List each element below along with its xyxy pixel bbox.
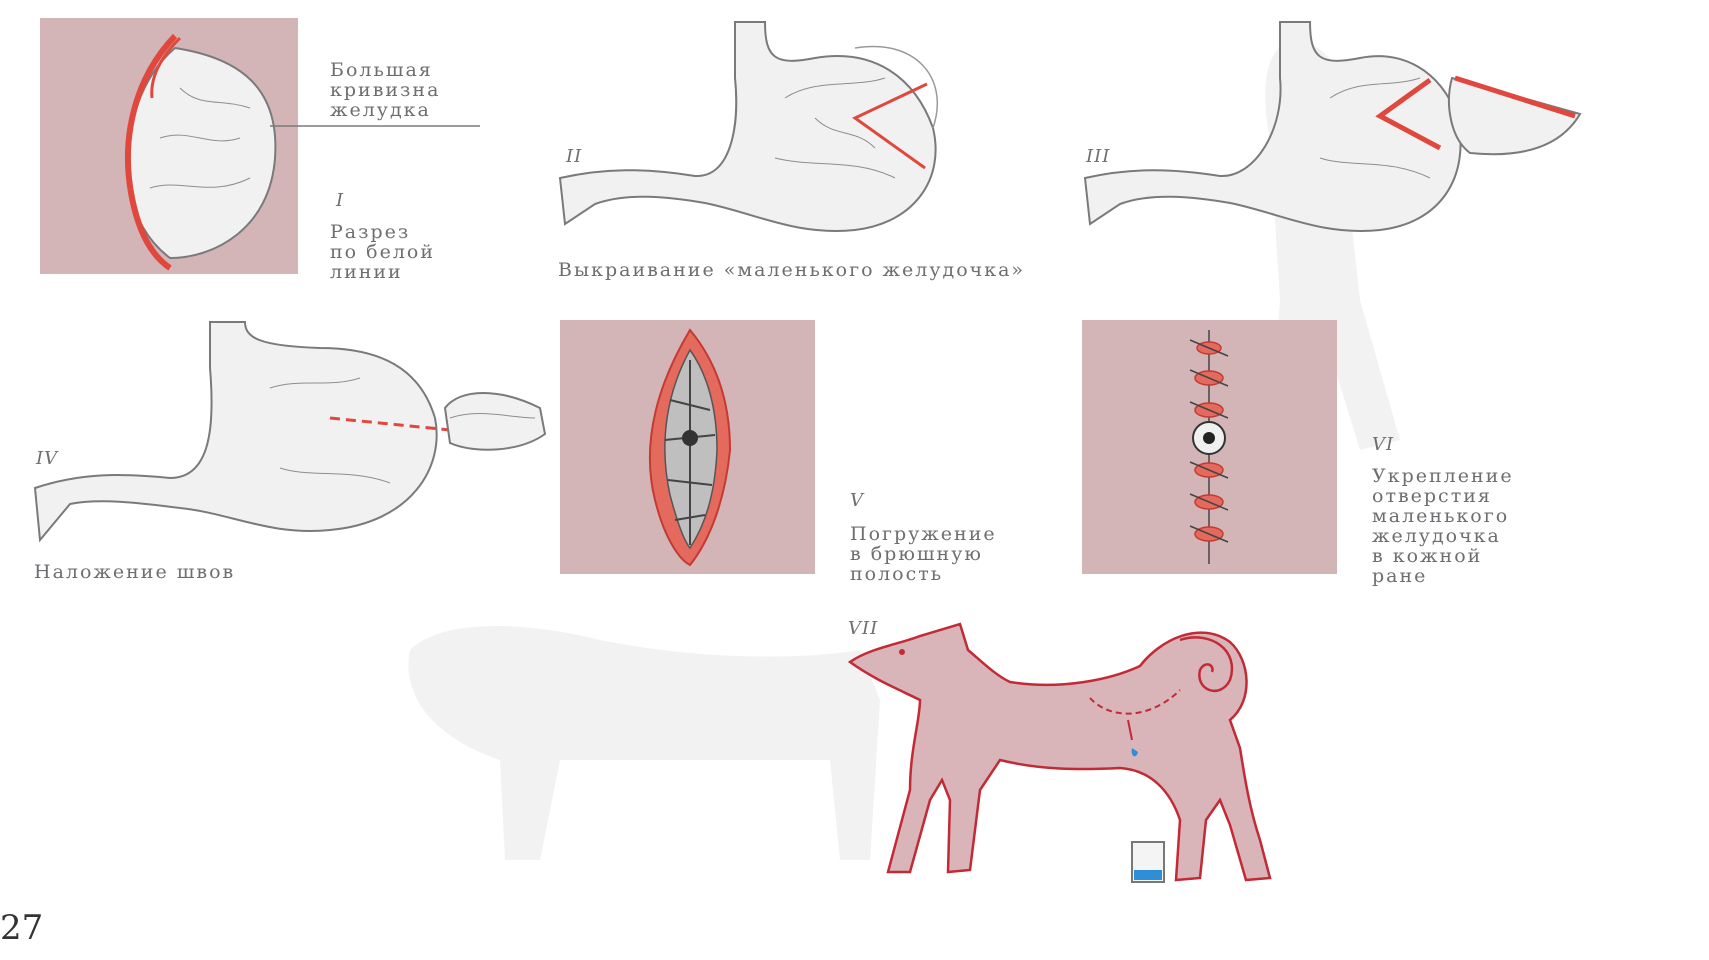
panel-i-caption: Разрез по белой линии bbox=[330, 222, 435, 282]
panel-i-numeral: I bbox=[336, 190, 344, 211]
panel-vii-dog-illustration bbox=[850, 620, 1390, 890]
panel-iii-numeral: III bbox=[1086, 146, 1110, 167]
panel-iv-sutured-stomach-illustration bbox=[30, 318, 550, 548]
panel-v-numeral: V bbox=[850, 490, 864, 511]
page-number: 27 bbox=[0, 908, 43, 948]
panel-v-wound-illustration bbox=[560, 320, 815, 574]
panel-ii-numeral: II bbox=[566, 146, 582, 167]
panel-iv-numeral: IV bbox=[36, 448, 58, 469]
panel-ii-stomach-illustration bbox=[555, 18, 975, 258]
panel-vi-skin-suture-illustration bbox=[1082, 320, 1337, 574]
panel-i-incision-illustration bbox=[40, 18, 340, 278]
caption-group-ii-iii: Выкраивание «маленького желудочка» bbox=[558, 260, 1025, 280]
panel-iii-stomach-illustration bbox=[1080, 18, 1580, 258]
panel-vi-numeral: VI bbox=[1372, 434, 1394, 455]
panel-v-caption: Погружение в брюшную полость bbox=[850, 524, 997, 584]
callout-greater-curvature: Большая кривизна желудка bbox=[330, 60, 440, 120]
panel-vi-caption: Укрепление отверстия маленького желудочк… bbox=[1372, 466, 1514, 586]
caption-panel-iv: Наложение швов bbox=[34, 562, 235, 582]
